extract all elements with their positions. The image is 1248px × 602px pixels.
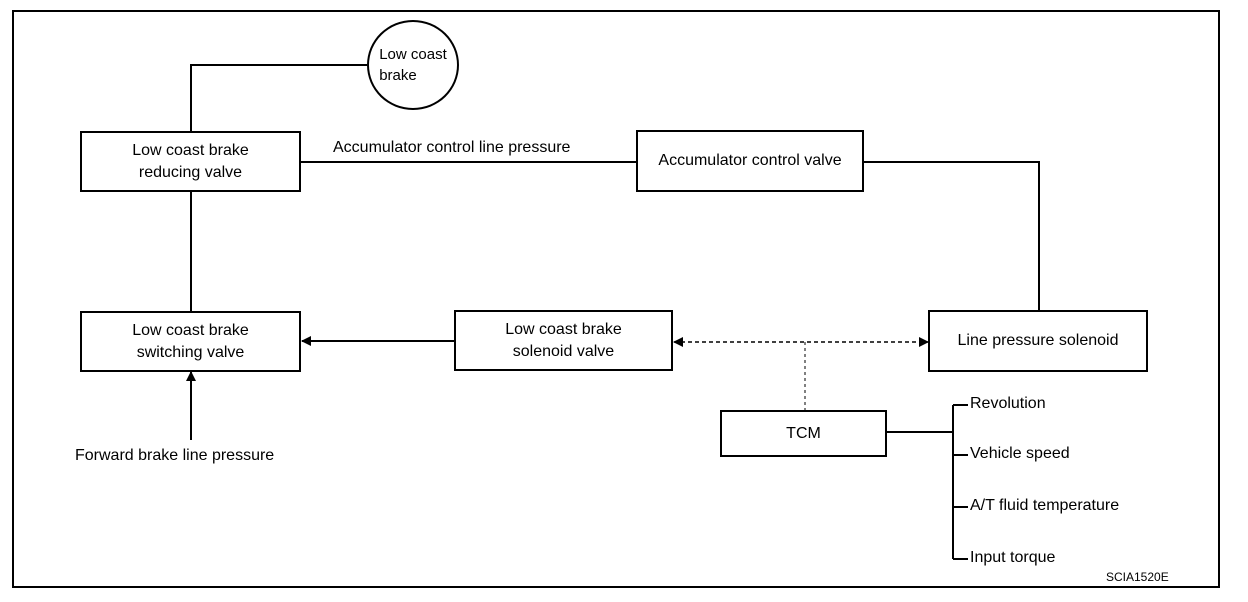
forward-brake-line-pressure-label: Forward brake line pressure bbox=[75, 447, 275, 464]
solenoid-valve-line2: solenoid valve bbox=[512, 342, 615, 360]
line-pressure-solenoid-box: Line pressure solenoid bbox=[928, 310, 1148, 372]
line-pressure-solenoid-label: Line pressure solenoid bbox=[957, 332, 1119, 349]
reducing-valve-line2: reducing valve bbox=[138, 163, 243, 181]
reducing-valve-line1: Low coast brake bbox=[132, 141, 249, 159]
switching-valve-line1: Low coast brake bbox=[132, 321, 249, 339]
line-accumulator-to-solenoid bbox=[863, 161, 1040, 310]
switching-valve-line2: switching valve bbox=[136, 343, 245, 361]
tcm-input-fluid-temperature: A/T fluid temperature bbox=[970, 497, 1120, 514]
diagram-frame bbox=[12, 10, 1220, 588]
figure-code: SCIA1520E bbox=[1106, 570, 1169, 584]
low-coast-brake-circle-line1: Low coast bbox=[379, 46, 447, 63]
tcm-input-torque: Input torque bbox=[970, 549, 1056, 566]
tcm-input-revolution: Revolution bbox=[970, 395, 1046, 412]
tcm-label: TCM bbox=[786, 424, 821, 442]
switching-valve-box: Low coast brake switching valve bbox=[80, 311, 301, 372]
tcm-box: TCM bbox=[720, 410, 887, 457]
low-coast-brake-circle: Low coast brake bbox=[367, 20, 459, 110]
accumulator-control-valve-box: Accumulator control valve bbox=[636, 130, 864, 192]
low-coast-brake-circle-line2: brake bbox=[379, 67, 417, 84]
accumulator-control-valve-label: Accumulator control valve bbox=[658, 152, 842, 169]
reducing-valve-box: Low coast brake reducing valve bbox=[80, 131, 301, 192]
tcm-input-vehicle-speed: Vehicle speed bbox=[970, 445, 1070, 462]
solenoid-valve-box: Low coast brake solenoid valve bbox=[454, 310, 673, 371]
accumulator-control-line-pressure-label: Accumulator control line pressure bbox=[333, 139, 571, 156]
solenoid-valve-line1: Low coast brake bbox=[505, 320, 622, 338]
line-reducing-to-brake bbox=[190, 64, 367, 132]
